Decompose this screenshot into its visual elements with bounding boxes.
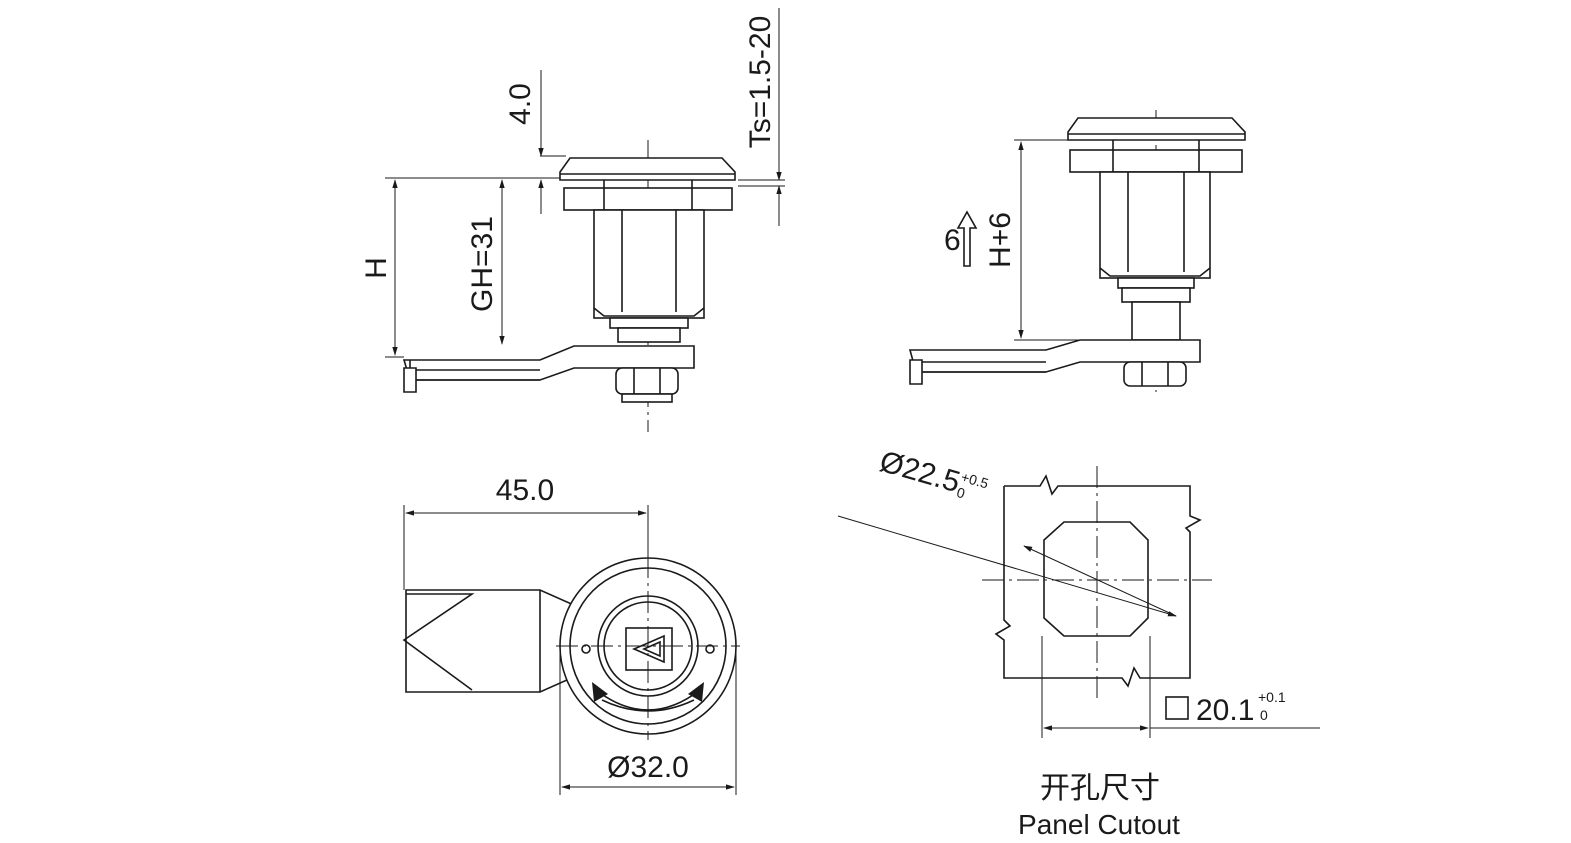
label-diameter-body: Ø32.0	[607, 751, 689, 784]
label-diameter-cutout: Ø22.5	[876, 445, 964, 499]
label-ts: Ts=1.5-20	[744, 16, 777, 149]
label-gh: GH=31	[466, 216, 499, 312]
dimensions-view-1	[385, 8, 785, 358]
front-view	[402, 556, 740, 740]
panel-cutout-view	[837, 466, 1320, 738]
label-h-plus: H+6	[984, 212, 1017, 268]
dimensions-view-2	[956, 139, 1080, 341]
label-square: 20.1	[1196, 694, 1254, 727]
side-view-locked	[402, 140, 736, 432]
caption-cn: 开孔尺寸	[1040, 772, 1160, 805]
label-top-offset: 4.0	[504, 83, 537, 125]
label-square-tol-lower: 0	[1260, 707, 1268, 723]
diameter-cutout-label: Ø22.5 +0.5 0	[876, 445, 990, 502]
label-square-tol-upper: +0.1	[1258, 689, 1286, 705]
label-diameter-tol-upper: +0.5	[959, 469, 990, 492]
label-width: 45.0	[496, 474, 554, 507]
caption-en: Panel Cutout	[1018, 809, 1180, 840]
label-h: H	[360, 257, 393, 279]
side-view-lifted	[908, 110, 1246, 392]
label-lift: 6	[944, 224, 961, 257]
dimensions-view-3	[403, 505, 737, 795]
